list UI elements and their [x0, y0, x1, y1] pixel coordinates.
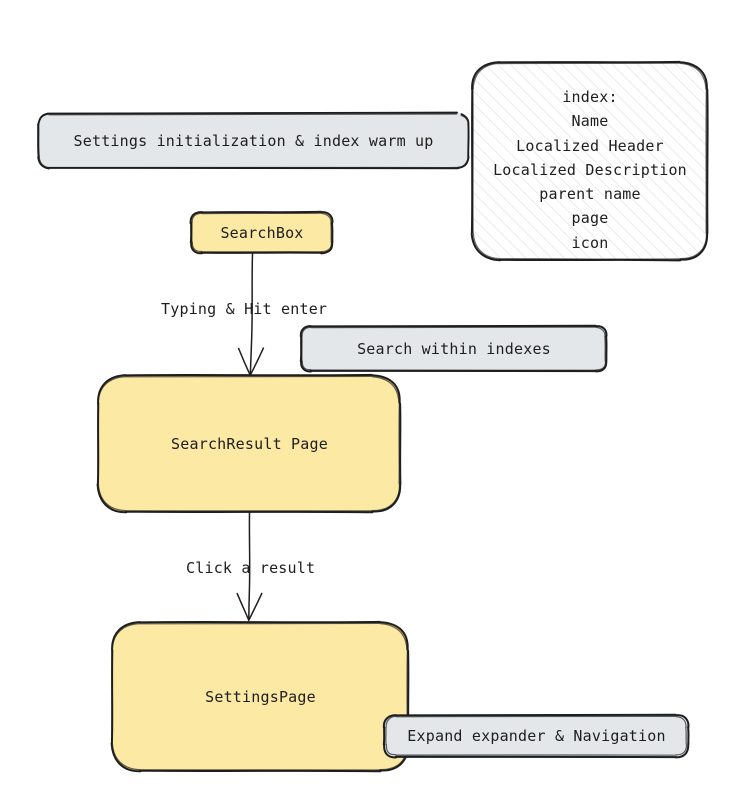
- note-settings-initialization-hit[interactable]: [38, 113, 469, 169]
- note-expand-expander: [382, 713, 690, 759]
- node-search-box-hit[interactable]: [191, 212, 333, 254]
- node-search-box-shape: [189, 210, 334, 255]
- note-search-within-indexes-hit[interactable]: [301, 326, 607, 372]
- node-settings-page-shape: [110, 620, 410, 773]
- node-settings-page-hit[interactable]: [112, 622, 409, 772]
- index-definition-box-hit[interactable]: [472, 62, 708, 261]
- index-definition-box: [470, 60, 709, 262]
- edge-search-result-to-settings-page: [236, 512, 263, 621]
- node-search-result-page-shape: [96, 373, 402, 514]
- node-search-result-page-hit[interactable]: [98, 375, 401, 513]
- edge-search-box-to-search-result: [237, 253, 265, 376]
- note-expand-expander-hit[interactable]: [384, 715, 689, 758]
- note-search-within-indexes: [299, 324, 608, 373]
- note-settings-initialization: [37, 111, 470, 170]
